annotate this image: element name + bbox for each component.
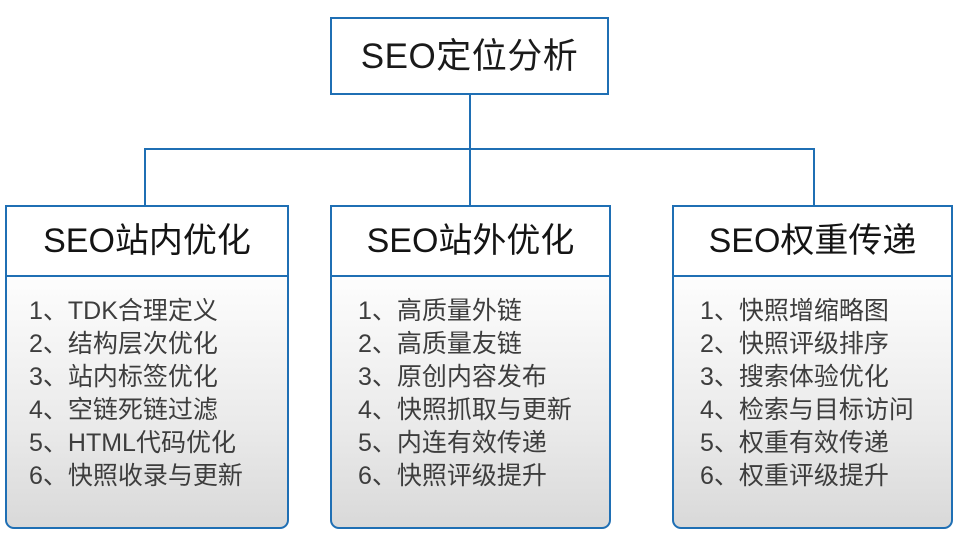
branch-header-label-1: SEO站内优化 (43, 222, 251, 260)
branch-column-2[interactable]: SEO站外优化 1、高质量外链 2、高质量友链 3、原创内容发布 4、快照抓取与… (330, 205, 611, 529)
list-item: 4、快照抓取与更新 (358, 396, 572, 424)
list-item: 4、检索与目标访问 (700, 396, 914, 424)
list-item: 3、站内标签优化 (29, 363, 218, 391)
list-item: 6、权重评级提升 (700, 462, 889, 490)
branch-header-label-3: SEO权重传递 (708, 222, 917, 260)
list-item: 3、原创内容发布 (358, 363, 547, 391)
branch-body-1: 1、TDK合理定义 2、结构层次优化 3、站内标签优化 4、空链死链过滤 5、H… (5, 277, 289, 529)
branch-header-3[interactable]: SEO权重传递 (672, 205, 953, 277)
branch-body-3: 1、快照增缩略图 2、快照评级排序 3、搜索体验优化 4、检索与目标访问 5、权… (672, 277, 953, 529)
branch-list-1: 1、TDK合理定义 2、结构层次优化 3、站内标签优化 4、空链死链过滤 5、H… (7, 295, 287, 493)
branch-column-3[interactable]: SEO权重传递 1、快照增缩略图 2、快照评级排序 3、搜索体验优化 4、检索与… (672, 205, 953, 529)
branch-list-2: 1、高质量外链 2、高质量友链 3、原创内容发布 4、快照抓取与更新 5、内连有… (332, 295, 609, 493)
list-item: 3、搜索体验优化 (700, 363, 889, 391)
branch-header-2[interactable]: SEO站外优化 (330, 205, 611, 277)
branch-header-1[interactable]: SEO站内优化 (5, 205, 289, 277)
list-item: 5、权重有效传递 (700, 429, 889, 457)
list-item: 2、快照评级排序 (700, 330, 889, 358)
list-item: 5、内连有效传递 (358, 429, 547, 457)
list-item: 6、快照收录与更新 (29, 462, 243, 490)
list-item: 1、TDK合理定义 (29, 297, 218, 325)
branch-body-2: 1、高质量外链 2、高质量友链 3、原创内容发布 4、快照抓取与更新 5、内连有… (330, 277, 611, 529)
list-item: 6、快照评级提升 (358, 462, 547, 490)
list-item: 5、HTML代码优化 (29, 429, 236, 457)
list-item: 4、空链死链过滤 (29, 396, 218, 424)
root-node-label: SEO定位分析 (360, 36, 579, 76)
list-item: 1、快照增缩略图 (700, 297, 889, 325)
list-item: 2、高质量友链 (358, 330, 522, 358)
list-item: 2、结构层次优化 (29, 330, 218, 358)
list-item: 1、高质量外链 (358, 297, 522, 325)
branch-list-3: 1、快照增缩略图 2、快照评级排序 3、搜索体验优化 4、检索与目标访问 5、权… (674, 295, 951, 493)
branch-header-label-2: SEO站外优化 (366, 222, 575, 260)
root-node[interactable]: SEO定位分析 (330, 17, 609, 95)
branch-column-1[interactable]: SEO站内优化 1、TDK合理定义 2、结构层次优化 3、站内标签优化 4、空链… (5, 205, 289, 529)
